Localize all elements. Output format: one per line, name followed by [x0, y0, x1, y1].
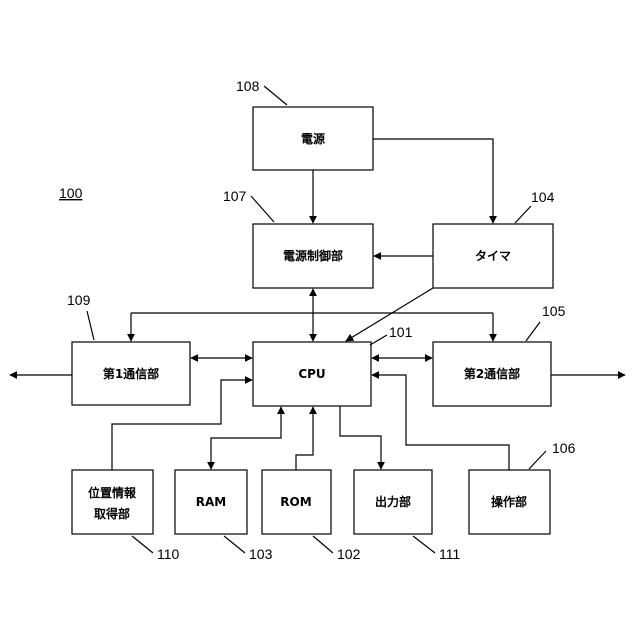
leader-102 [313, 536, 333, 553]
cpu-label: CPU [298, 367, 325, 381]
leader-103 [224, 536, 245, 553]
ref-102: 102 [337, 546, 361, 562]
power-block: 電源 [253, 107, 373, 170]
ref-106: 106 [552, 440, 576, 456]
ref-101: 101 [389, 324, 413, 340]
arrow-power-to-timer [373, 139, 493, 223]
output-label: 出力部 [375, 494, 411, 509]
leader-110 [132, 536, 153, 553]
location-label-line1: 位置情報 [88, 485, 137, 500]
arrow-cpu-to-output [340, 406, 381, 469]
power-control-label: 電源制御部 [283, 248, 343, 263]
ref-107: 107 [223, 188, 247, 204]
cpu-block: CPU [253, 342, 371, 406]
leader-101 [370, 335, 387, 345]
ref-110: 110 [157, 546, 180, 562]
comm1-block: 第1通信部 [72, 342, 190, 405]
ram-block: RAM [175, 470, 247, 534]
arrow-rom-to-cpu [296, 407, 313, 470]
operation-block: 操作部 [469, 470, 550, 534]
leader-107 [251, 196, 274, 222]
operation-label: 操作部 [491, 494, 527, 509]
timer-label: タイマ [475, 249, 511, 263]
comm2-label: 第2通信部 [464, 366, 520, 381]
leader-108 [264, 86, 287, 105]
rom-block: ROM [262, 470, 331, 534]
ref-104: 104 [531, 189, 555, 205]
leader-111 [413, 536, 435, 553]
leader-105 [526, 322, 540, 341]
timer-block: タイマ [433, 224, 553, 288]
leader-106 [529, 451, 546, 469]
rom-label: ROM [280, 495, 311, 509]
comm1-label: 第1通信部 [103, 366, 159, 381]
ref-111: 111 [439, 546, 460, 562]
comm2-block: 第2通信部 [433, 342, 551, 406]
output-block: 出力部 [354, 470, 432, 534]
ref-109: 109 [67, 292, 91, 308]
ram-label: RAM [196, 495, 226, 509]
ref-103: 103 [249, 546, 273, 562]
power-control-block: 電源制御部 [253, 224, 373, 288]
power-label: 電源 [301, 131, 325, 146]
ref-105: 105 [542, 303, 566, 319]
figure-number: 100 [59, 185, 83, 201]
leader-109 [87, 311, 94, 340]
ref-108: 108 [236, 78, 260, 94]
location-label-line2: 取得部 [94, 506, 130, 521]
leader-104 [515, 206, 531, 223]
location-block: 位置情報 取得部 [72, 470, 153, 534]
